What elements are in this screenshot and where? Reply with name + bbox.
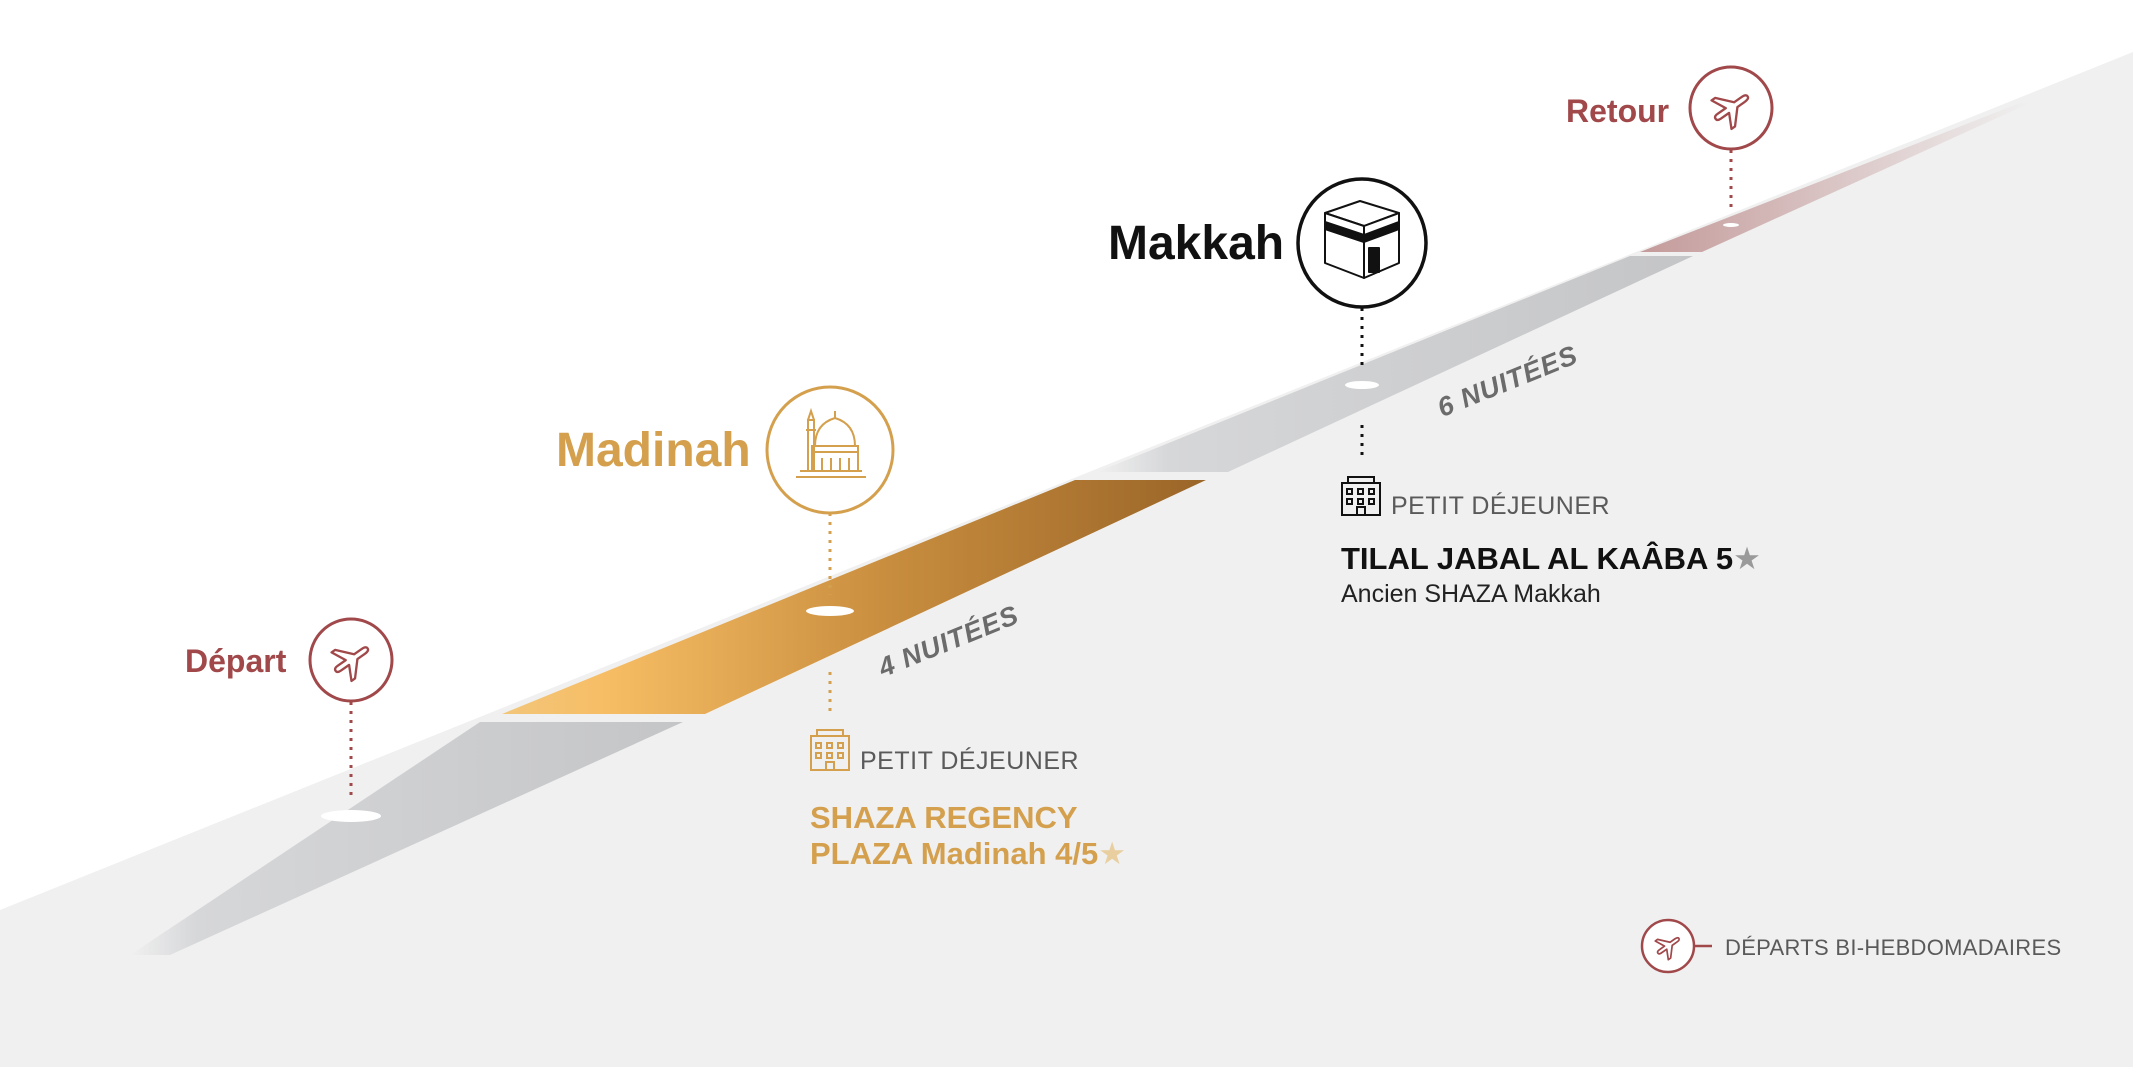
madinah-hotel-name: SHAZA REGENCY PLAZA Madinah 4/5★ — [810, 800, 1170, 872]
kaaba-icon — [1324, 200, 1400, 279]
retour-circle — [1688, 65, 1774, 151]
road-segment-retour — [1640, 103, 2030, 252]
legend-label: DÉPARTS BI-HEBDOMADAIRES — [1725, 935, 2062, 960]
road-segment-depart — [130, 722, 683, 955]
depart-label: Départ — [185, 643, 287, 679]
madinah-meal-plan: PETIT DÉJEUNER — [860, 747, 1080, 775]
hotel-building-icon — [1341, 476, 1381, 516]
depart-circle — [308, 617, 394, 703]
makkah-hotel-text: TILAL JABAL AL KAÂBA 5 — [1341, 541, 1734, 576]
airplane-icon — [330, 646, 370, 683]
mosque-icon — [796, 407, 866, 478]
makkah-meal-plan: PETIT DÉJEUNER — [1391, 492, 1611, 520]
road-segment-makkah — [1097, 256, 1693, 472]
makkah-road-marker — [1345, 381, 1379, 389]
airplane-icon — [1654, 936, 1681, 961]
makkah-label: Makkah — [1108, 217, 1285, 270]
star-icon: ★ — [1733, 541, 1761, 576]
madinah-circle — [765, 385, 895, 515]
road-segment-madinah — [502, 480, 1206, 714]
makkah-hotel-subtitle: Ancien SHAZA Makkah — [1341, 580, 1601, 608]
hotel-building-icon — [810, 729, 850, 771]
madinah-hotel-text: SHAZA REGENCY PLAZA Madinah 4/5 — [810, 800, 1099, 871]
madinah-label: Madinah — [556, 424, 751, 477]
madinah-road-marker — [806, 606, 854, 616]
depart-road-marker — [321, 810, 381, 822]
makkah-hotel-name: TILAL JABAL AL KAÂBA 5★ — [1341, 543, 1761, 574]
retour-road-marker — [1723, 223, 1739, 227]
ground-area — [0, 52, 2133, 1067]
star-icon: ★ — [1098, 836, 1127, 871]
retour-label: Retour — [1566, 93, 1670, 129]
legend-marker — [1640, 918, 1712, 974]
